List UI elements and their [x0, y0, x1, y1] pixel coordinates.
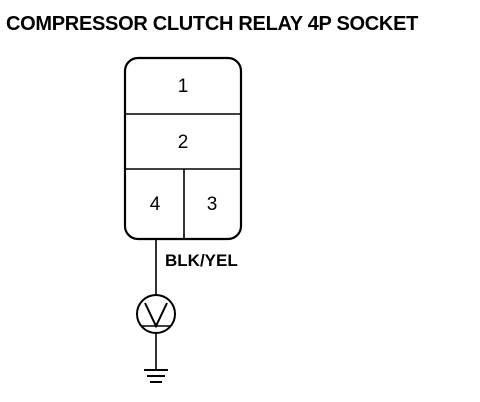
pin-1-label: 1 [178, 76, 189, 97]
wire-color-label: BLK/YEL [165, 251, 238, 270]
pin-2-label: 2 [178, 132, 189, 153]
pin-3-label: 3 [207, 194, 218, 215]
pin-4-label: 4 [150, 194, 161, 215]
diagram-title: COMPRESSOR CLUTCH RELAY 4P SOCKET [6, 13, 419, 35]
ground-icon [144, 369, 168, 383]
relay-socket-outline [123, 56, 243, 241]
voltmeter-icon [136, 294, 176, 334]
